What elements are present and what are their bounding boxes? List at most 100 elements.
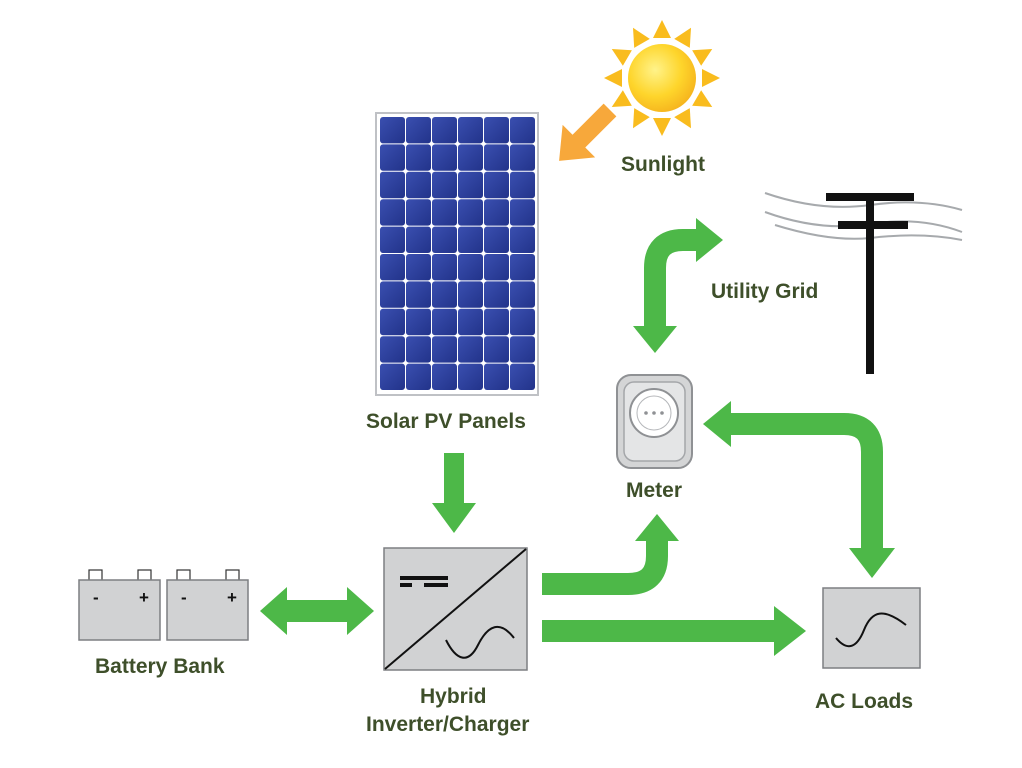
label-ac-loads: AC Loads: [815, 690, 914, 713]
solar-cell: [510, 363, 535, 390]
solar-cells: [380, 117, 535, 390]
label-meter: Meter: [626, 479, 683, 502]
solar-cell: [406, 363, 431, 390]
utility-pole-icon: [764, 192, 963, 374]
solar-cell: [432, 144, 457, 171]
solar-cell: [406, 171, 431, 199]
panel-to-inverter-arrow: [432, 453, 476, 533]
solar-cell: [510, 281, 535, 308]
ac-loads-wave-symbol: [835, 612, 907, 648]
battery-1-minus: -: [93, 588, 99, 607]
solar-cell: [432, 226, 457, 253]
solar-cell: [484, 226, 509, 253]
solar-cell: [458, 226, 483, 253]
solar-cell: [484, 199, 509, 226]
solar-cell: [406, 144, 431, 171]
meter-loads-arrow: [703, 401, 895, 578]
solar-cell: [510, 144, 535, 171]
solar-cell: [458, 144, 483, 171]
label-battery-bank: Battery Bank: [95, 655, 225, 678]
solar-cell: [380, 281, 405, 308]
battery-1-plus: +: [139, 588, 149, 607]
solar-cell: [510, 117, 535, 144]
solar-cell: [406, 336, 431, 363]
solar-cell: [484, 254, 509, 281]
label-inverter-charger: Inverter/Charger: [366, 713, 530, 736]
solar-cell: [458, 336, 483, 363]
solar-cell: [380, 363, 405, 390]
solar-panel-icon: [375, 112, 539, 396]
solar-cell: [380, 308, 405, 336]
label-solar-pv-panels: Solar PV Panels: [366, 410, 526, 433]
solar-cell: [484, 171, 509, 199]
solar-cell: [406, 254, 431, 281]
solar-cell: [380, 226, 405, 253]
sunlight-arrow: [559, 103, 617, 161]
solar-cell: [406, 226, 431, 253]
solar-cell: [432, 254, 457, 281]
solar-cell: [432, 171, 457, 199]
solar-cell: [406, 281, 431, 308]
solar-cell: [380, 144, 405, 171]
battery-bank-icon: [78, 569, 249, 641]
solar-cell: [510, 199, 535, 226]
solar-cell: [458, 254, 483, 281]
solar-cell: [484, 308, 509, 336]
solar-cell: [406, 117, 431, 144]
solar-cell: [458, 199, 483, 226]
pole-post: [866, 193, 874, 374]
solar-cell: [380, 336, 405, 363]
label-sunlight: Sunlight: [621, 153, 705, 176]
dc-symbol-dash-1: [400, 583, 412, 587]
solar-cell: [406, 308, 431, 336]
solar-cell: [432, 336, 457, 363]
inverter-to-loads-arrow: [542, 606, 806, 656]
inverter-to-meter-arrow: [542, 514, 679, 595]
solar-cell: [458, 308, 483, 336]
solar-cell: [406, 199, 431, 226]
solar-cell: [432, 308, 457, 336]
dc-symbol-dash-2: [424, 583, 448, 587]
meter-grid-arrow: [633, 218, 723, 353]
meter-icon: [616, 374, 693, 469]
solar-cell: [484, 144, 509, 171]
solar-cell: [484, 117, 509, 144]
ac-loads-icon: [822, 587, 921, 669]
solar-cell: [484, 336, 509, 363]
solar-cell: [432, 117, 457, 144]
solar-cell: [484, 281, 509, 308]
solar-cell: [510, 336, 535, 363]
solar-cell: [458, 363, 483, 390]
battery-inverter-arrow: [260, 587, 374, 635]
solar-cell: [432, 281, 457, 308]
solar-cell: [432, 363, 457, 390]
solar-cell: [432, 199, 457, 226]
solar-cell: [458, 281, 483, 308]
hybrid-inverter-icon: [383, 547, 528, 671]
solar-cell: [380, 117, 405, 144]
battery-1: [78, 569, 161, 641]
flow-arrows: [260, 218, 895, 656]
solar-cell: [380, 199, 405, 226]
solar-cell: [380, 171, 405, 199]
sun-rays: [604, 20, 720, 136]
label-utility-grid: Utility Grid: [711, 280, 819, 303]
battery-2-minus: -: [181, 588, 187, 607]
solar-cell: [484, 363, 509, 390]
solar-cell: [510, 226, 535, 253]
solar-cell: [458, 171, 483, 199]
sun-icon: [604, 20, 720, 136]
ac-wave-symbol: [445, 626, 515, 659]
solar-cell: [510, 308, 535, 336]
sun-disc: [628, 44, 696, 112]
solar-cell: [510, 254, 535, 281]
solar-cell: [510, 171, 535, 199]
dc-symbol-solid: [400, 576, 448, 580]
label-hybrid: Hybrid: [420, 685, 487, 708]
battery-2-plus: +: [227, 588, 237, 607]
solar-cell: [380, 254, 405, 281]
battery-2: [166, 569, 249, 641]
solar-cell: [458, 117, 483, 144]
